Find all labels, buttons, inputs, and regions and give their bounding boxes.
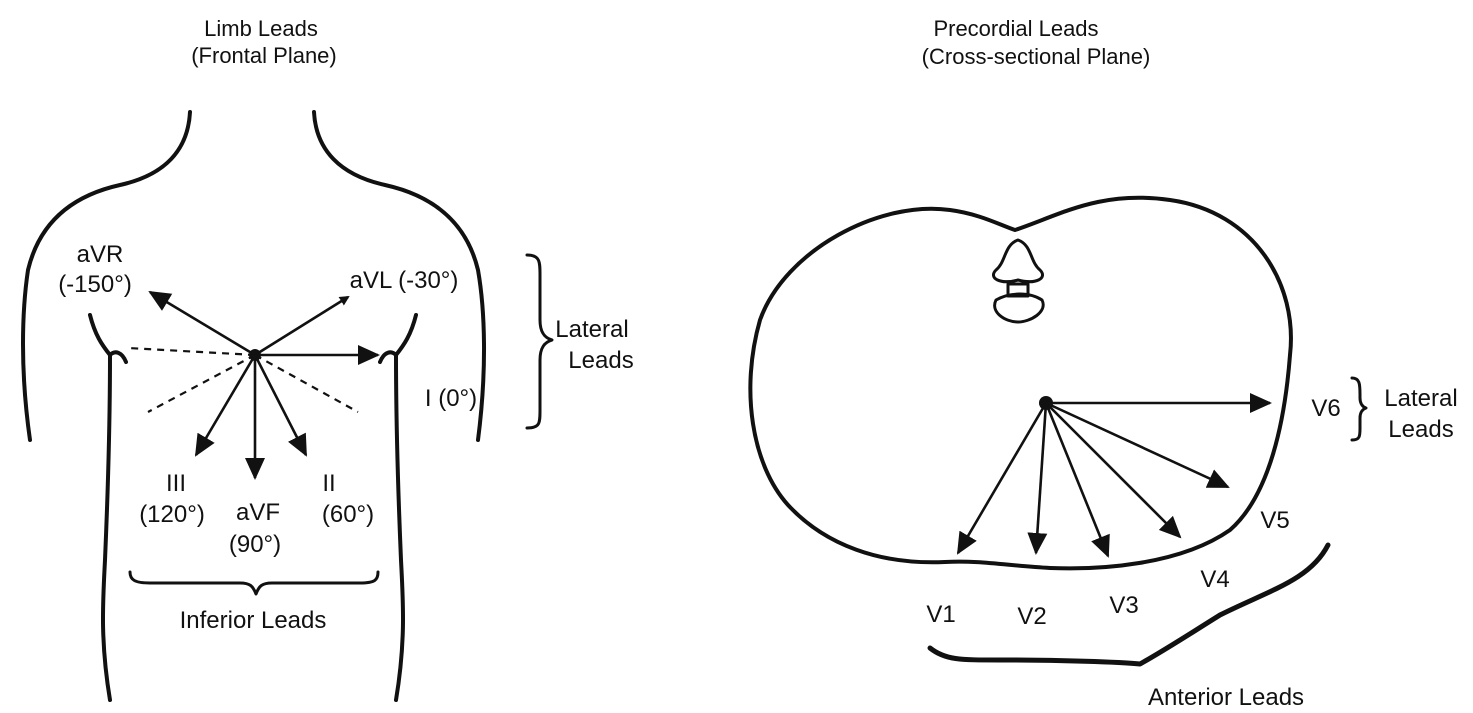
v4-vector bbox=[1046, 403, 1180, 537]
chest-cross-section bbox=[750, 198, 1291, 569]
inferior-brace bbox=[130, 572, 378, 594]
right-armpit bbox=[380, 352, 396, 362]
limb-lateral-label-line2: Leads bbox=[568, 347, 633, 374]
precordial-title-line2: (Cross-sectional Plane) bbox=[922, 44, 1151, 69]
limb-lateral-brace bbox=[527, 255, 552, 428]
avl-vector bbox=[255, 297, 348, 355]
spine-vertebra bbox=[993, 240, 1042, 282]
precordial-title-line1: Precordial Leads bbox=[933, 16, 1098, 41]
lead-ii-label: II bbox=[322, 470, 335, 497]
avr-angle-label: (-150°) bbox=[58, 271, 132, 298]
anterior-leads-label: Anterior Leads bbox=[1148, 684, 1304, 711]
left-arm-inner bbox=[90, 315, 110, 700]
avl-label: aVL (-30°) bbox=[350, 267, 459, 294]
right-arm-inner bbox=[396, 315, 416, 700]
precordial-center-dot bbox=[1039, 396, 1053, 410]
v2-vector bbox=[1036, 403, 1046, 553]
spine-body bbox=[995, 294, 1044, 322]
avf-label: aVF bbox=[236, 499, 280, 526]
limb-leads-panel: Limb Leads (Frontal Plane) aVR (-150°) a… bbox=[23, 16, 634, 700]
v3-label: V3 bbox=[1109, 592, 1138, 619]
limb-title-line1: Limb Leads bbox=[204, 16, 318, 41]
inferior-leads-label: Inferior Leads bbox=[180, 607, 327, 634]
v2-label: V2 bbox=[1017, 603, 1046, 630]
left-armpit bbox=[110, 352, 126, 362]
precordial-lateral-label-line2: Leads bbox=[1388, 416, 1453, 443]
precordial-lateral-label-line1: Lateral bbox=[1384, 385, 1457, 412]
v1-vector bbox=[958, 403, 1046, 553]
v1-label: V1 bbox=[926, 601, 955, 628]
lead-i-label: I (0°) bbox=[425, 385, 477, 412]
v5-vector bbox=[1046, 403, 1228, 487]
dashed-vector-left-upper bbox=[128, 348, 255, 355]
precordial-lateral-brace bbox=[1352, 378, 1366, 440]
avr-vector bbox=[150, 292, 255, 355]
heart-center-dot bbox=[249, 349, 261, 361]
limb-title-line2: (Frontal Plane) bbox=[191, 43, 337, 68]
avf-angle-label: (90°) bbox=[229, 531, 281, 558]
limb-lateral-label-line1: Lateral bbox=[555, 316, 628, 343]
v6-label: V6 bbox=[1311, 395, 1340, 422]
lead-ii-angle-label: (60°) bbox=[322, 501, 374, 528]
lead-iii-vector bbox=[196, 355, 255, 455]
avr-label: aVR bbox=[77, 241, 124, 268]
v5-label: V5 bbox=[1260, 507, 1289, 534]
lead-iii-label: III bbox=[166, 470, 186, 497]
precordial-leads-panel: Precordial Leads (Cross-sectional Plane)… bbox=[750, 16, 1457, 711]
lead-iii-angle-label: (120°) bbox=[139, 501, 205, 528]
v4-label: V4 bbox=[1200, 566, 1229, 593]
